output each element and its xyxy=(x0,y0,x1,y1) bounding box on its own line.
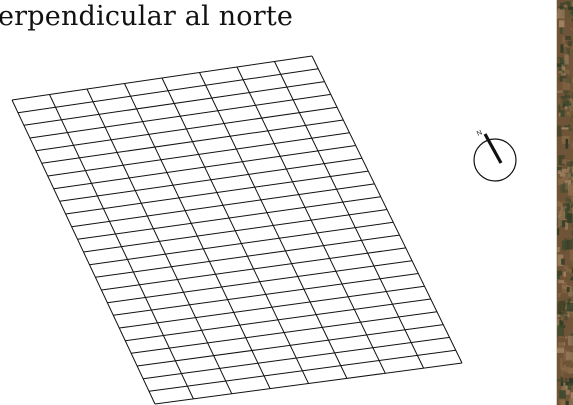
north-label: N xyxy=(476,129,484,137)
grid-column-line xyxy=(311,55,463,364)
aerial-photo-texture xyxy=(556,0,573,405)
figure-title: erpendicular al norte xyxy=(0,1,294,32)
grid-column-line xyxy=(11,99,156,405)
grid-column-line xyxy=(49,94,194,400)
grid-column-line xyxy=(199,72,348,379)
north-arrow-needle xyxy=(483,133,503,164)
grid-column-line xyxy=(124,83,271,389)
grid-column-line xyxy=(86,88,233,395)
north-arrow-icon: N xyxy=(473,129,517,182)
north-compass-circle xyxy=(473,138,517,182)
grid-column-line xyxy=(161,77,309,384)
grid-lines xyxy=(11,55,463,405)
grid-column-line xyxy=(274,61,425,369)
grid-column-line xyxy=(236,66,386,374)
aerial-photo-strip xyxy=(556,0,573,405)
